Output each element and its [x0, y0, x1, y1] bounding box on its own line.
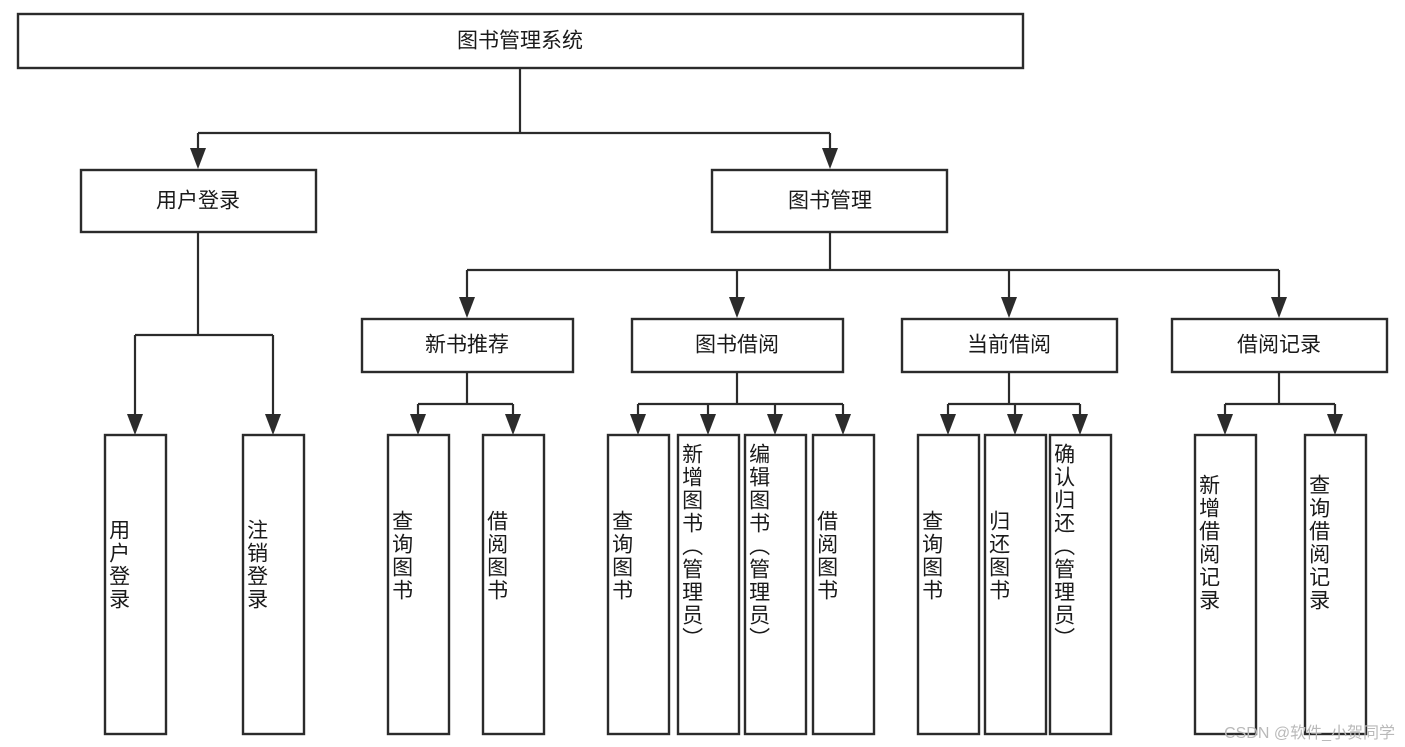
- arrow-head-nbr-borrow-book: [505, 414, 521, 435]
- node-leaf-bb-query-book[interactable]: 查询图书: [606, 433, 671, 736]
- node-leaf-br-query-record-label: 查询借阅记录: [1307, 474, 1331, 612]
- node-book-management[interactable]: 图书管理: [710, 168, 949, 234]
- node-root-system-box[interactable]: [16, 12, 1025, 70]
- arrow-head-br-add-record: [1217, 414, 1233, 435]
- node-leaf-bb-add-book-label: 新增图书（管理员）: [680, 443, 704, 650]
- node-leaf-bb-query-book-box[interactable]: [606, 433, 671, 736]
- node-book-management-box[interactable]: [710, 168, 949, 234]
- arrow-head-br-query-record: [1327, 414, 1343, 435]
- node-leaf-bb-query-book-label: 查询图书: [610, 510, 634, 602]
- arrow-head-bb-borrow-book: [835, 414, 851, 435]
- node-leaf-br-add-record-box[interactable]: [1193, 433, 1258, 736]
- node-leaf-user-login-label: 用户登录: [107, 519, 131, 611]
- node-leaf-cb-query-book[interactable]: 查询图书: [916, 433, 981, 736]
- arrow-head-nbr-query-book: [410, 414, 426, 435]
- arrow-head-book-borrow: [729, 297, 745, 318]
- connector-group-current-borrow: [940, 372, 1088, 435]
- node-leaf-logout[interactable]: 注销登录: [241, 433, 306, 736]
- node-leaf-user-login-box[interactable]: [103, 433, 168, 736]
- node-borrow-record-box[interactable]: [1170, 317, 1389, 374]
- node-current-borrow[interactable]: 当前借阅: [900, 317, 1119, 374]
- node-leaf-cb-confirm-return-box[interactable]: [1048, 433, 1113, 736]
- node-leaf-bb-add-book-box[interactable]: [676, 433, 741, 736]
- node-leaf-cb-confirm-return[interactable]: 确认归还（管理员）: [1048, 433, 1113, 736]
- node-new-book-recommend[interactable]: 新书推荐: [360, 317, 575, 374]
- arrow-head-borrow-record: [1271, 297, 1287, 318]
- node-current-borrow-box[interactable]: [900, 317, 1119, 374]
- node-leaf-nbr-borrow-book[interactable]: 借阅图书: [481, 433, 546, 736]
- node-book-management-label: 图书管理: [788, 190, 872, 213]
- connector-group-new-book-recommend: [410, 372, 521, 435]
- arrow-head-bb-edit-book: [767, 414, 783, 435]
- node-leaf-bb-edit-book-box[interactable]: [743, 433, 808, 736]
- node-leaf-logout-box[interactable]: [241, 433, 306, 736]
- node-user-login-box[interactable]: [79, 168, 318, 234]
- node-new-book-recommend-box[interactable]: [360, 317, 575, 374]
- connector-group-book-borrow: [630, 372, 851, 435]
- arrow-head-cb-query-book: [940, 414, 956, 435]
- connector-group-user-login: [127, 232, 281, 435]
- node-leaf-bb-borrow-book-label: 借阅图书: [815, 510, 839, 602]
- node-user-login[interactable]: 用户登录: [79, 168, 318, 234]
- node-leaf-cb-return-book[interactable]: 归还图书: [983, 433, 1048, 736]
- arrow-head-bb-add-book: [700, 414, 716, 435]
- node-leaf-cb-return-book-label: 归还图书: [987, 510, 1011, 602]
- connector-group-borrow-record: [1217, 372, 1343, 435]
- node-leaf-br-query-record-box[interactable]: [1303, 433, 1368, 736]
- node-leaf-br-add-record-label: 新增借阅记录: [1197, 474, 1221, 612]
- node-leaf-cb-confirm-return-label: 确认归还（管理员）: [1052, 443, 1076, 650]
- arrow-head-book-mgmt: [822, 148, 838, 169]
- connector-group-root: [190, 68, 838, 169]
- node-user-login-label: 用户登录: [156, 190, 240, 213]
- node-leaf-bb-edit-book[interactable]: 编辑图书（管理员）: [743, 433, 808, 736]
- arrow-head-current-borrow: [1001, 297, 1017, 318]
- node-leaf-nbr-query-book[interactable]: 查询图书: [386, 433, 451, 736]
- node-leaf-nbr-borrow-book-label: 借阅图书: [485, 510, 509, 602]
- node-leaf-bb-edit-book-label: 编辑图书（管理员）: [747, 443, 771, 650]
- connector-group-book-mgmt: [459, 232, 1287, 318]
- arrow-head-cb-return-book: [1007, 414, 1023, 435]
- node-borrow-record-label: 借阅记录: [1237, 334, 1321, 357]
- node-new-book-recommend-label: 新书推荐: [425, 334, 509, 357]
- node-leaf-logout-label: 注销登录: [245, 519, 269, 611]
- node-book-borrow-label: 图书借阅: [695, 334, 779, 357]
- node-borrow-record[interactable]: 借阅记录: [1170, 317, 1389, 374]
- arrow-head-leaf-logout: [265, 414, 281, 435]
- node-leaf-br-add-record[interactable]: 新增借阅记录: [1193, 433, 1258, 736]
- node-current-borrow-label: 当前借阅: [967, 334, 1051, 357]
- node-leaf-br-query-record[interactable]: 查询借阅记录: [1303, 433, 1368, 736]
- node-root-system-label: 图书管理系统: [457, 30, 583, 53]
- node-leaf-cb-return-book-box[interactable]: [983, 433, 1048, 736]
- arrow-head-cb-confirm-return: [1072, 414, 1088, 435]
- arrow-head-leaf-user-login: [127, 414, 143, 435]
- node-leaf-cb-query-book-box[interactable]: [916, 433, 981, 736]
- arrow-head-new-book-recommend: [459, 297, 475, 318]
- node-leaf-bb-borrow-book-box[interactable]: [811, 433, 876, 736]
- arrow-head-bb-query-book: [630, 414, 646, 435]
- node-leaf-cb-query-book-label: 查询图书: [920, 510, 944, 602]
- node-leaf-bb-borrow-book[interactable]: 借阅图书: [811, 433, 876, 736]
- node-leaf-nbr-borrow-book-box[interactable]: [481, 433, 546, 736]
- node-leaf-user-login[interactable]: 用户登录: [103, 433, 168, 736]
- node-leaf-nbr-query-book-label: 查询图书: [390, 510, 414, 602]
- node-leaf-nbr-query-book-box[interactable]: [386, 433, 451, 736]
- node-book-borrow-box[interactable]: [630, 317, 845, 374]
- arrow-head-user-login: [190, 148, 206, 169]
- node-book-borrow[interactable]: 图书借阅: [630, 317, 845, 374]
- node-root-system[interactable]: 图书管理系统: [16, 12, 1025, 70]
- node-leaf-bb-add-book[interactable]: 新增图书（管理员）: [676, 433, 741, 736]
